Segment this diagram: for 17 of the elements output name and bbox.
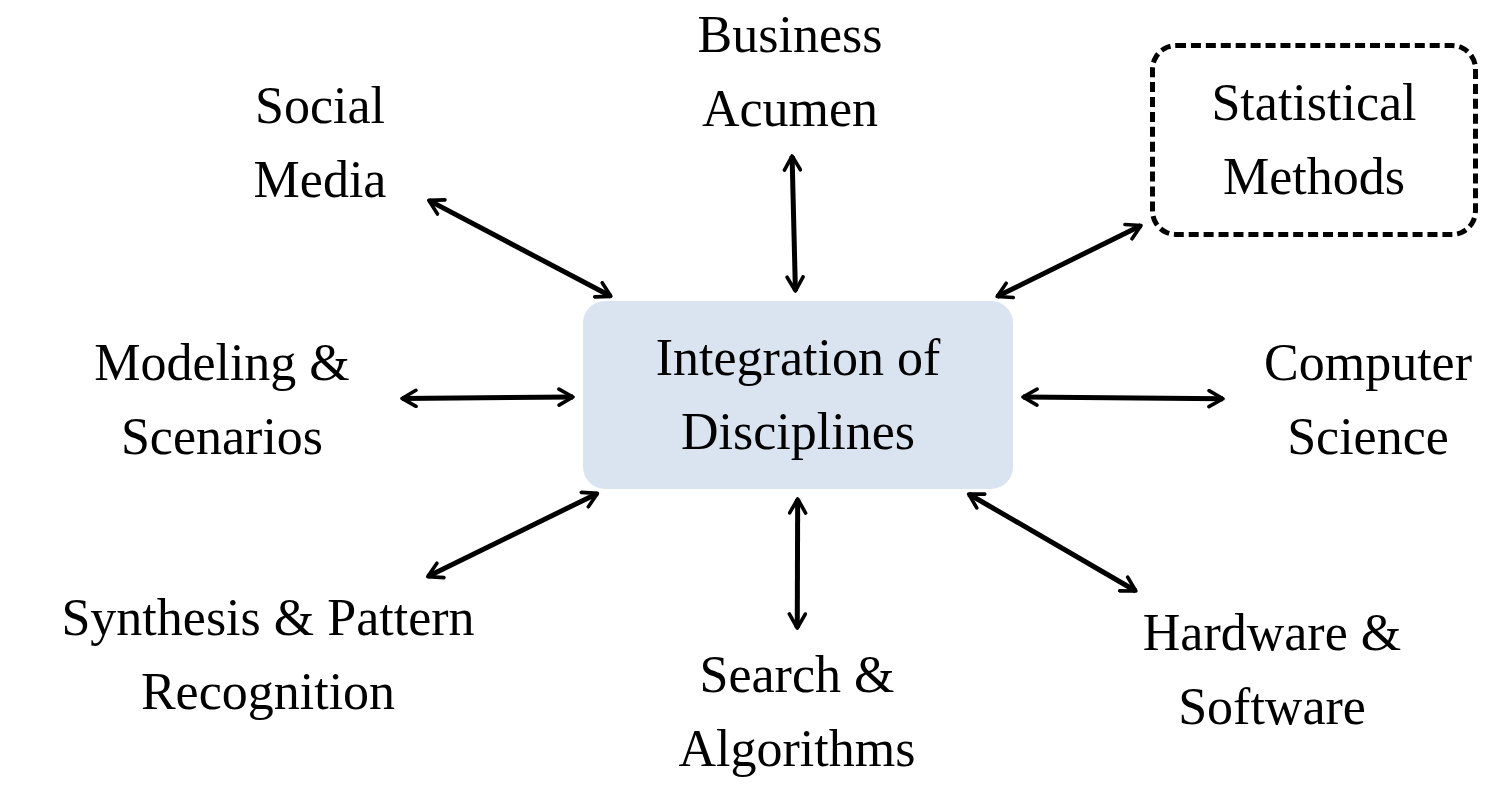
topic-label: Hardware & Software: [1117, 596, 1427, 744]
topic-label: Synthesis & Pattern Recognition: [8, 581, 528, 729]
topic-label: Search & Algorithms: [647, 638, 947, 786]
central-box: Integration of Disciplines: [583, 301, 1013, 489]
topic-label: Business Acumen: [660, 0, 920, 146]
double-arrow: [995, 222, 1143, 300]
double-arrow: [426, 490, 600, 580]
topic-label: Computer Science: [1233, 326, 1503, 474]
topic-label: Social Media: [220, 69, 420, 217]
double-arrow: [782, 154, 805, 293]
double-arrow: [427, 198, 613, 299]
double-arrow: [400, 387, 575, 409]
dashed-topic-box: Statistical Methods: [1150, 43, 1478, 237]
double-arrow: [966, 491, 1138, 594]
double-arrow: [787, 497, 808, 630]
double-arrow: [1021, 387, 1225, 409]
topic-label: Modeling & Scenarios: [52, 326, 392, 474]
